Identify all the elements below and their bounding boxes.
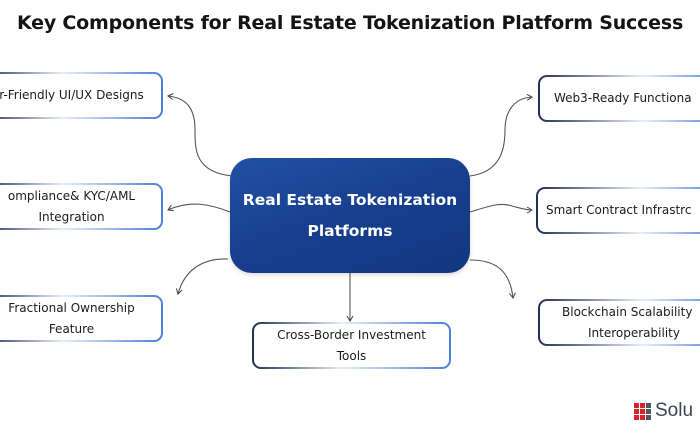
node-compliance-line2: Integration	[38, 209, 105, 224]
node-fractional-line2: Feature	[48, 321, 95, 336]
brand-logo: Solu	[634, 400, 693, 422]
node-blockchain: Blockchain Scalability Interoperability	[538, 299, 700, 346]
node-fractional-line1: Fractional Ownership	[8, 300, 135, 315]
central-node-line2: Platforms	[307, 221, 393, 240]
node-ui-ux-label: r-Friendly UI/UX Designs	[0, 88, 144, 102]
solulab-logo-icon	[634, 402, 651, 420]
node-compliance-line1: ompliance& KYC/AML	[7, 188, 136, 203]
node-smart-contract-label: Smart Contract Infrastrc	[546, 203, 692, 217]
connector-fractional	[175, 258, 229, 295]
logo-text: Solu	[655, 400, 694, 421]
node-web3-label: Web3-Ready Functiona	[554, 91, 692, 105]
node-blockchain-line2: Interoperability	[588, 325, 680, 340]
diagram-title: Key Components for Real Estate Tokenizat…	[16, 12, 684, 34]
node-cross-border: Cross-Border Investment Tools	[252, 322, 451, 369]
central-node-line1: Real Estate Tokenization	[242, 190, 458, 209]
central-node: Real Estate Tokenization Platforms	[230, 158, 470, 273]
connector-ui-ux	[167, 93, 233, 177]
connector-web3	[469, 93, 533, 177]
connector-smart-contract	[469, 203, 533, 214]
node-cross-border-line1: Cross-Border Investment	[277, 327, 426, 342]
node-compliance: ompliance& KYC/AML Integration	[0, 183, 163, 230]
node-blockchain-line1: Blockchain Scalability	[562, 304, 693, 319]
node-ui-ux: r-Friendly UI/UX Designs	[0, 72, 163, 119]
node-cross-border-line2: Tools	[336, 348, 367, 363]
connector-blockchain	[469, 259, 516, 299]
connector-compliance	[167, 203, 231, 213]
node-web3: Web3-Ready Functiona	[538, 75, 700, 122]
node-fractional: Fractional Ownership Feature	[0, 295, 163, 342]
node-smart-contract: Smart Contract Infrastrc	[536, 187, 700, 234]
